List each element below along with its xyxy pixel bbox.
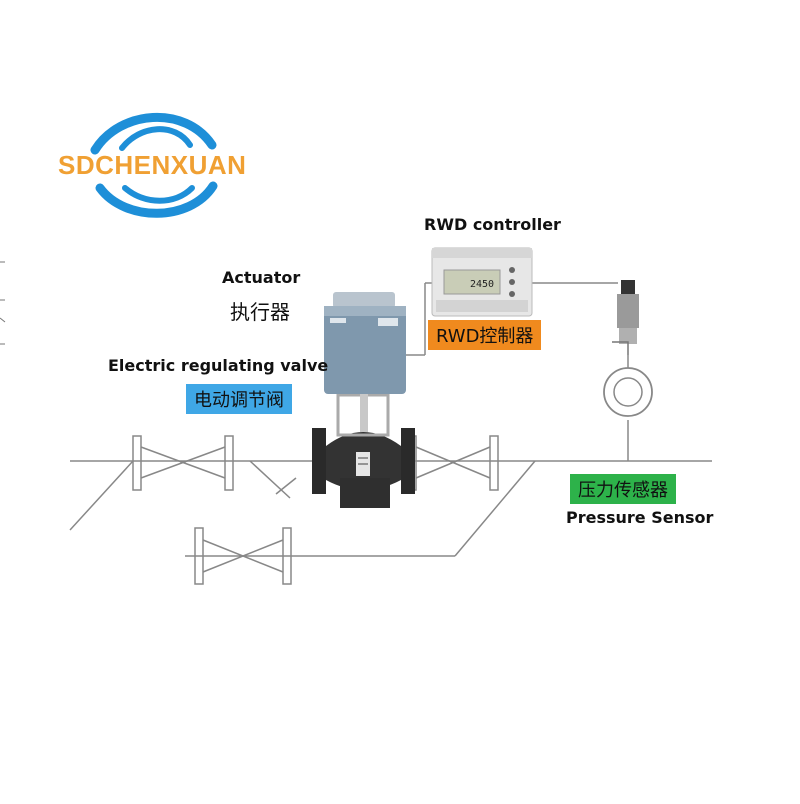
gate-valve-right	[407, 435, 499, 491]
tag-valve-cn: 电动调节阀	[186, 384, 292, 414]
label-actuator-cn: 执行器	[230, 300, 290, 324]
logo-swoosh-bottom-inner	[122, 185, 195, 204]
logo-swoosh-top-inner	[119, 126, 193, 151]
label-rwd-controller: RWD controller	[424, 215, 561, 234]
brand-logo: SDCHENXUAN	[58, 112, 246, 218]
edge-marks	[0, 261, 6, 345]
logo-swoosh-top	[90, 112, 217, 155]
label-pressure-sensor: Pressure Sensor	[566, 508, 714, 527]
actuator-device	[324, 292, 406, 394]
label-actuator: Actuator	[222, 268, 301, 287]
rwd-controller-device: 2450	[431, 247, 533, 317]
label-valve: Electric regulating valve	[108, 356, 329, 375]
regulating-valve-body	[312, 392, 415, 508]
controller-display-reading: 2450	[470, 279, 494, 290]
tag-sensor-cn: 压力传感器	[570, 474, 676, 504]
bypass-valve	[194, 527, 292, 585]
tag-controller-cn: RWD控制器	[428, 320, 542, 350]
logo-text: SDCHENXUAN	[58, 150, 246, 180]
pressure-sensor-device	[603, 280, 653, 417]
strainer	[249, 460, 297, 499]
gate-valve-left	[132, 435, 234, 491]
logo-swoosh-bottom	[95, 181, 218, 218]
